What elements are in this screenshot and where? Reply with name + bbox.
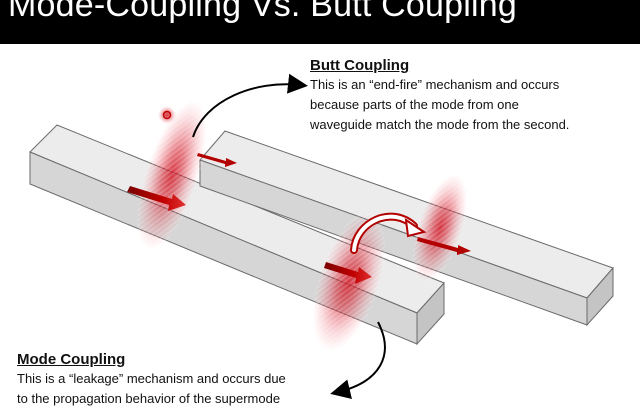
mode-coupling-callout: Mode Coupling This is a “leakage” mechan… [17, 351, 286, 409]
slide-title: Mode-Coupling Vs. Butt Coupling [8, 0, 517, 24]
propagation-arrow [127, 153, 471, 284]
mode-source-marker [158, 106, 176, 124]
mode-coupling-line-1: This is a “leakage” mechanism and occurs… [17, 371, 286, 386]
curved-arrow [350, 212, 427, 254]
butt-callout-arrow [192, 73, 308, 138]
butt-coupling-heading: Butt Coupling [310, 57, 410, 74]
butt-coupling-callout: Butt Coupling This is an “end-fire” mech… [310, 57, 569, 135]
waveguide-2 [199, 130, 614, 327]
butt-coupling-line-1: This is an “end-fire” mechanism and occu… [310, 77, 560, 92]
mode-field-glow [137, 100, 468, 352]
mode-callout-arrow [330, 321, 386, 399]
mode-coupling-line-2: to the propagation behavior of the super… [17, 391, 281, 406]
title-bar: Mode-Coupling Vs. Butt Coupling [0, 0, 640, 44]
coupling-diagram [29, 73, 614, 399]
butt-coupling-line-2: because parts of the mode from one [310, 97, 519, 112]
butt-coupling-line-3: waveguide match the mode from the second… [310, 117, 570, 132]
mode-coupling-heading: Mode Coupling [17, 351, 126, 368]
